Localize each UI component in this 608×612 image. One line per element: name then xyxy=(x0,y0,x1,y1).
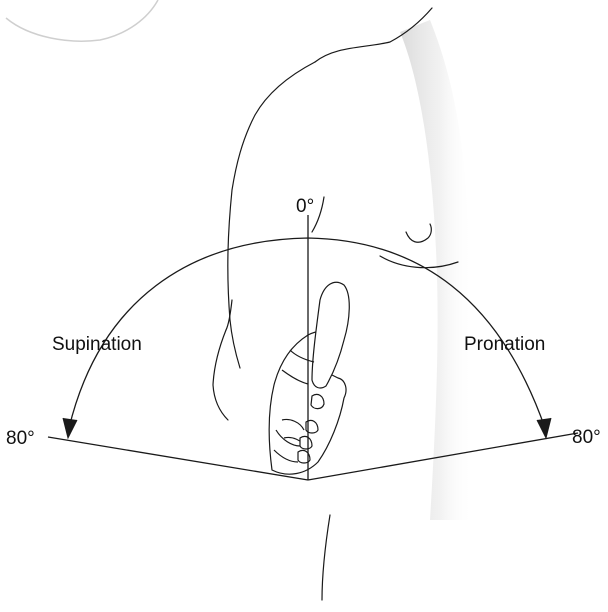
pronation-label: Pronation xyxy=(464,334,545,355)
torso-shading xyxy=(400,20,473,520)
supination-label: Supination xyxy=(52,334,142,355)
left-arrowhead xyxy=(63,418,77,438)
right-80-degree-label: 80° xyxy=(572,427,601,448)
background-circle xyxy=(6,0,158,41)
right-arrowhead xyxy=(537,418,551,438)
left-80-degree-label: 80° xyxy=(6,428,35,449)
hand-drawing xyxy=(269,282,349,474)
zero-degree-label: 0° xyxy=(296,196,314,217)
